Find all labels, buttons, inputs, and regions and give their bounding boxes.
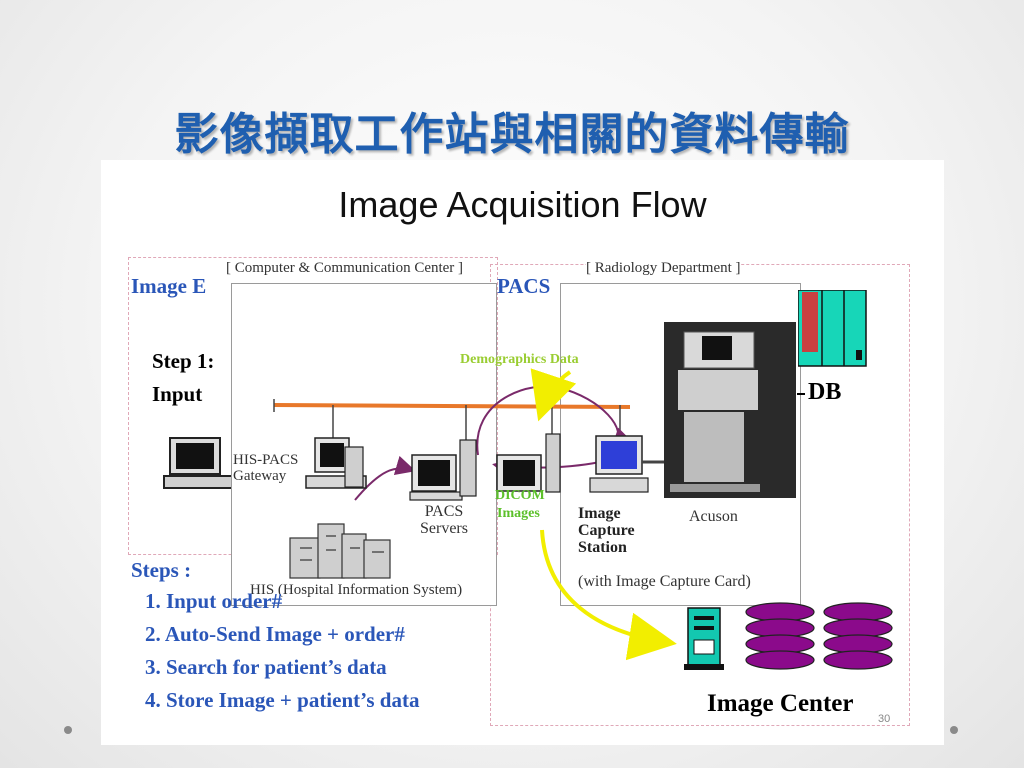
image-capture-station-label: Image Capture Station xyxy=(578,505,635,556)
db-arrow-stub xyxy=(797,393,805,395)
his-pacs-gateway-icon xyxy=(305,437,367,489)
radiology-department-label: [ Radiology Department ] xyxy=(586,260,741,277)
demographics-data-label: Demographics Data xyxy=(460,352,579,367)
db-label: DB xyxy=(808,379,842,405)
his-label: HIS (Hospital Information System) xyxy=(250,582,463,598)
dicom-label: DICOM xyxy=(495,488,545,503)
page-number: 30 xyxy=(878,713,891,725)
his-building-icon xyxy=(289,523,391,579)
next-slide-dot[interactable] xyxy=(950,726,958,734)
demographics-yellow-arrow xyxy=(530,368,577,422)
network-backbone-line xyxy=(273,403,631,409)
acuson-label: Acuson xyxy=(689,508,738,525)
step-item: 4. Store Image + patient’s data xyxy=(145,688,420,712)
pacs-label: PACS xyxy=(497,274,551,298)
page-title: 影像擷取工作站與相關的資料傳輸 xyxy=(174,109,850,160)
steps-heading: Steps : xyxy=(131,558,192,582)
diagram-subtitle: Image Acquisition Flow xyxy=(338,184,707,225)
pacs-servers-icon xyxy=(409,433,561,501)
his-arrow xyxy=(354,455,416,501)
his-pacs-gateway-label: HIS-PACS Gateway xyxy=(233,452,299,484)
step1-label: Step 1: xyxy=(152,349,215,373)
step-item: 1. Input order# xyxy=(145,589,283,613)
workstation-icon xyxy=(163,437,235,489)
computer-center-label: [ Computer & Communication Center ] xyxy=(226,260,464,277)
step1-input-label: Input xyxy=(152,382,203,406)
storage-disks-icon xyxy=(745,602,893,670)
step-item: 3. Search for patient’s data xyxy=(145,655,387,679)
images-label: Images xyxy=(497,506,540,521)
image-center-flow-arrow xyxy=(540,529,677,661)
image-server-icon xyxy=(684,607,724,670)
previous-slide-dot[interactable] xyxy=(64,726,72,734)
image-center-label: Image Center xyxy=(707,690,854,717)
database-cabinet-icon xyxy=(798,290,867,367)
image-equipment-label: Image E xyxy=(131,274,207,298)
image-capture-station-icon xyxy=(589,435,664,493)
step-item: 2. Auto-Send Image + order# xyxy=(145,622,405,646)
acuson-ultrasound-icon xyxy=(664,322,796,498)
pacs-servers-label: PACS Servers xyxy=(420,503,468,537)
capture-card-label: (with Image Capture Card) xyxy=(578,573,751,590)
